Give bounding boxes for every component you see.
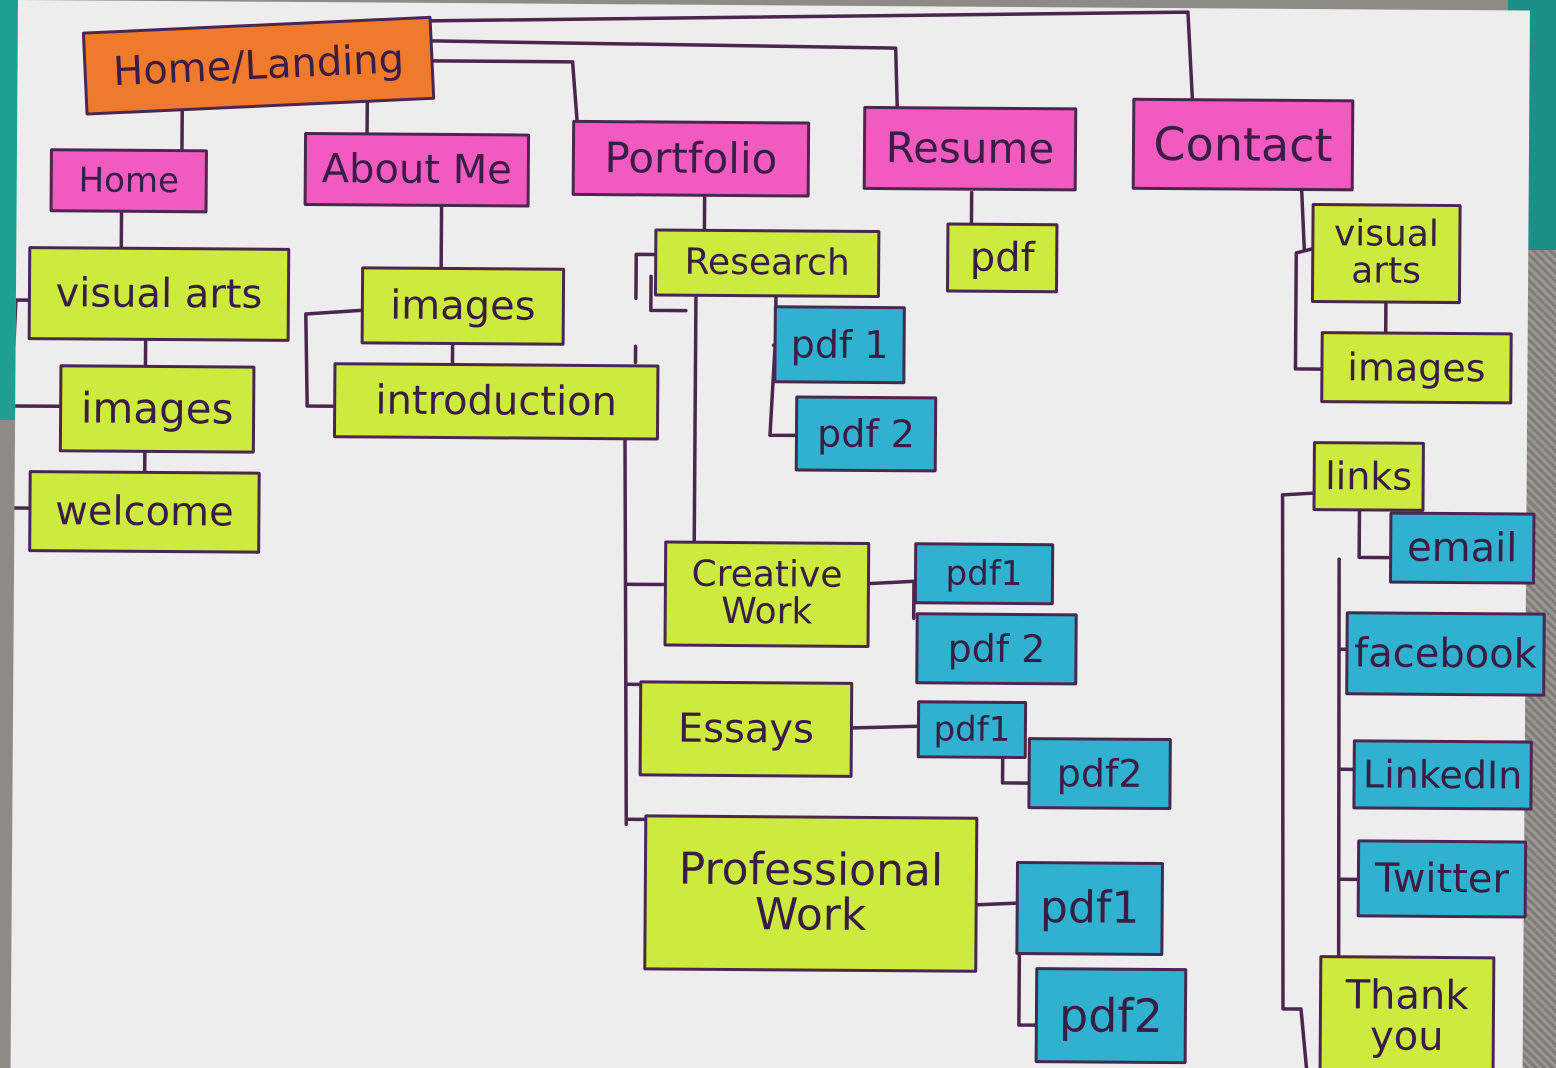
professional-pdf1-node: pdf1 (1015, 860, 1165, 957)
essays-pdf2-node: pdf2 (1027, 737, 1172, 811)
email-node: email (1388, 511, 1536, 585)
home-welcome-node: welcome (28, 470, 261, 554)
portfolio-node: Portfolio (571, 119, 811, 198)
contact-node: Contact (1131, 97, 1355, 192)
home-node: Home (49, 148, 208, 214)
research-node: Research (653, 228, 881, 299)
creative-pdf2-node: pdf 2 (915, 612, 1078, 686)
about-me-node: About Me (303, 132, 531, 208)
thank-you-node: Thank you (1318, 955, 1496, 1068)
about-introduction-node: introduction (332, 362, 660, 441)
resume-pdf-node: pdf (945, 222, 1059, 294)
facebook-node: facebook (1345, 611, 1546, 697)
professional-work-node: Professional Work (643, 814, 979, 973)
contact-images-node: images (1320, 331, 1513, 405)
research-pdf1-node: pdf 1 (773, 305, 906, 385)
about-images-node: images (360, 266, 566, 346)
twitter-node: Twitter (1356, 839, 1528, 919)
home-visual-arts-node: visual arts (27, 246, 291, 342)
sitemap-paper: Home/Landing Home About Me Portfolio Res… (10, 0, 1546, 1068)
home-landing-node: Home/Landing (81, 15, 436, 116)
creative-pdf1-node: pdf1 (913, 542, 1055, 606)
home-images-node: images (58, 364, 256, 454)
linkedin-node: LinkedIn (1352, 739, 1533, 811)
essays-pdf1-node: pdf1 (916, 700, 1028, 760)
creative-work-node: Creative Work (663, 540, 871, 648)
links-node: links (1312, 441, 1425, 512)
research-pdf2-node: pdf 2 (794, 395, 938, 473)
professional-pdf2-node: pdf2 (1034, 967, 1188, 1065)
resume-node: Resume (862, 105, 1078, 192)
essays-node: Essays (638, 680, 854, 778)
contact-visual-arts-node: visual arts (1310, 203, 1462, 305)
